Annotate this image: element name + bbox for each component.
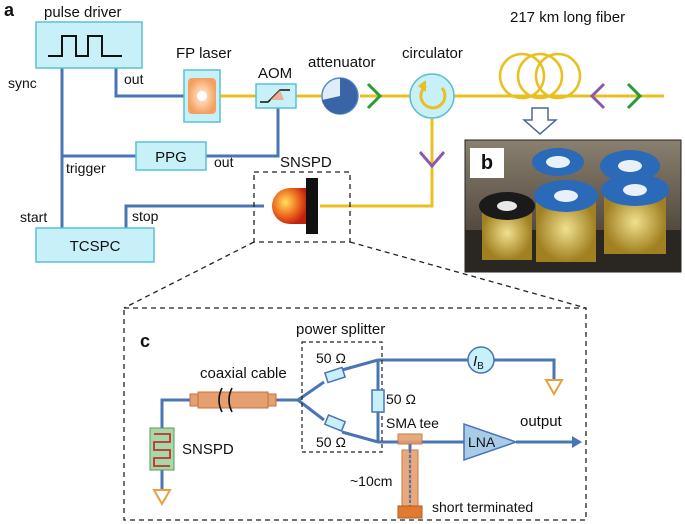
stop-label: stop xyxy=(132,208,159,224)
pulse-driver-box xyxy=(35,21,143,69)
aom-label: AOM xyxy=(258,65,292,82)
ppg-out-label: out xyxy=(214,154,234,170)
connector-green-1 xyxy=(366,82,383,110)
connector-purple-1 xyxy=(418,151,446,169)
sma-tee xyxy=(397,433,423,445)
panel-label-a: a xyxy=(4,0,15,20)
down-arrow-icon xyxy=(522,107,558,135)
r3-label: 50 Ω xyxy=(386,391,416,407)
length-label: ~10cm xyxy=(350,473,392,489)
snspd-zoom-box xyxy=(253,171,351,243)
circuit-panel-c xyxy=(123,307,587,521)
output-label: output xyxy=(520,413,563,430)
meander-icon xyxy=(149,427,175,471)
r1-label: 50 Ω xyxy=(316,350,346,366)
fiber-lines xyxy=(220,94,664,208)
ground-icon xyxy=(152,489,172,507)
connector-green-2 xyxy=(626,82,643,110)
amplifier-icon xyxy=(463,422,519,462)
pulse-driver-label: pulse driver xyxy=(44,4,122,21)
circulator-label: circulator xyxy=(402,45,463,62)
lna-label: LNA xyxy=(468,434,496,450)
coaxial-cable-label: coaxial cable xyxy=(200,365,287,382)
resistor-icon xyxy=(323,414,347,432)
ground-icon xyxy=(544,379,564,397)
trigger-label: trigger xyxy=(66,160,106,176)
ppg-box xyxy=(135,141,207,171)
power-splitter-label: power splitter xyxy=(296,321,385,338)
tcspc-box xyxy=(35,227,155,263)
snspd-c-label: SNSPD xyxy=(182,441,234,458)
fp-laser-label: FP laser xyxy=(176,45,232,62)
tcspc-label: TCSPC xyxy=(70,238,121,255)
ppg-label: PPG xyxy=(155,149,187,166)
sync-label: sync xyxy=(8,75,37,91)
driver-out-label: out xyxy=(124,71,144,87)
bias-source xyxy=(467,346,495,374)
start-label: start xyxy=(20,209,47,225)
sma-tee-label: SMA tee xyxy=(386,415,439,431)
snspd-top-label: SNSPD xyxy=(280,154,332,171)
fiber-spool-icon xyxy=(498,52,582,100)
resistor-icon xyxy=(323,366,347,384)
panel-label-b: b xyxy=(470,148,504,178)
ib-label: IB xyxy=(473,353,484,372)
short-terminated-label: short terminated xyxy=(432,499,533,515)
attenuator-dial-icon xyxy=(321,77,359,115)
r2-label: 50 Ω xyxy=(316,434,346,450)
fiber-label: 217 km long fiber xyxy=(510,9,625,26)
panel-label-c: c xyxy=(140,331,150,351)
laser-spot-icon xyxy=(197,91,207,101)
circulator-arrow-icon xyxy=(419,84,447,110)
pulse-waveform-icon xyxy=(48,35,122,57)
attenuator-label: attenuator xyxy=(308,54,376,71)
zoom-line-left xyxy=(123,241,255,309)
zoom-line-right xyxy=(349,241,587,309)
output-arrow-head xyxy=(572,436,582,448)
circulator xyxy=(409,73,455,119)
coaxial-cable xyxy=(189,387,277,413)
fp-laser xyxy=(183,69,221,123)
electrical-wires xyxy=(60,66,280,228)
aom xyxy=(255,83,297,109)
resistor-icon xyxy=(371,389,385,413)
snspd-detector-icon xyxy=(272,178,318,234)
connector-purple-2 xyxy=(589,82,606,110)
short-terminated-stub xyxy=(397,449,423,519)
